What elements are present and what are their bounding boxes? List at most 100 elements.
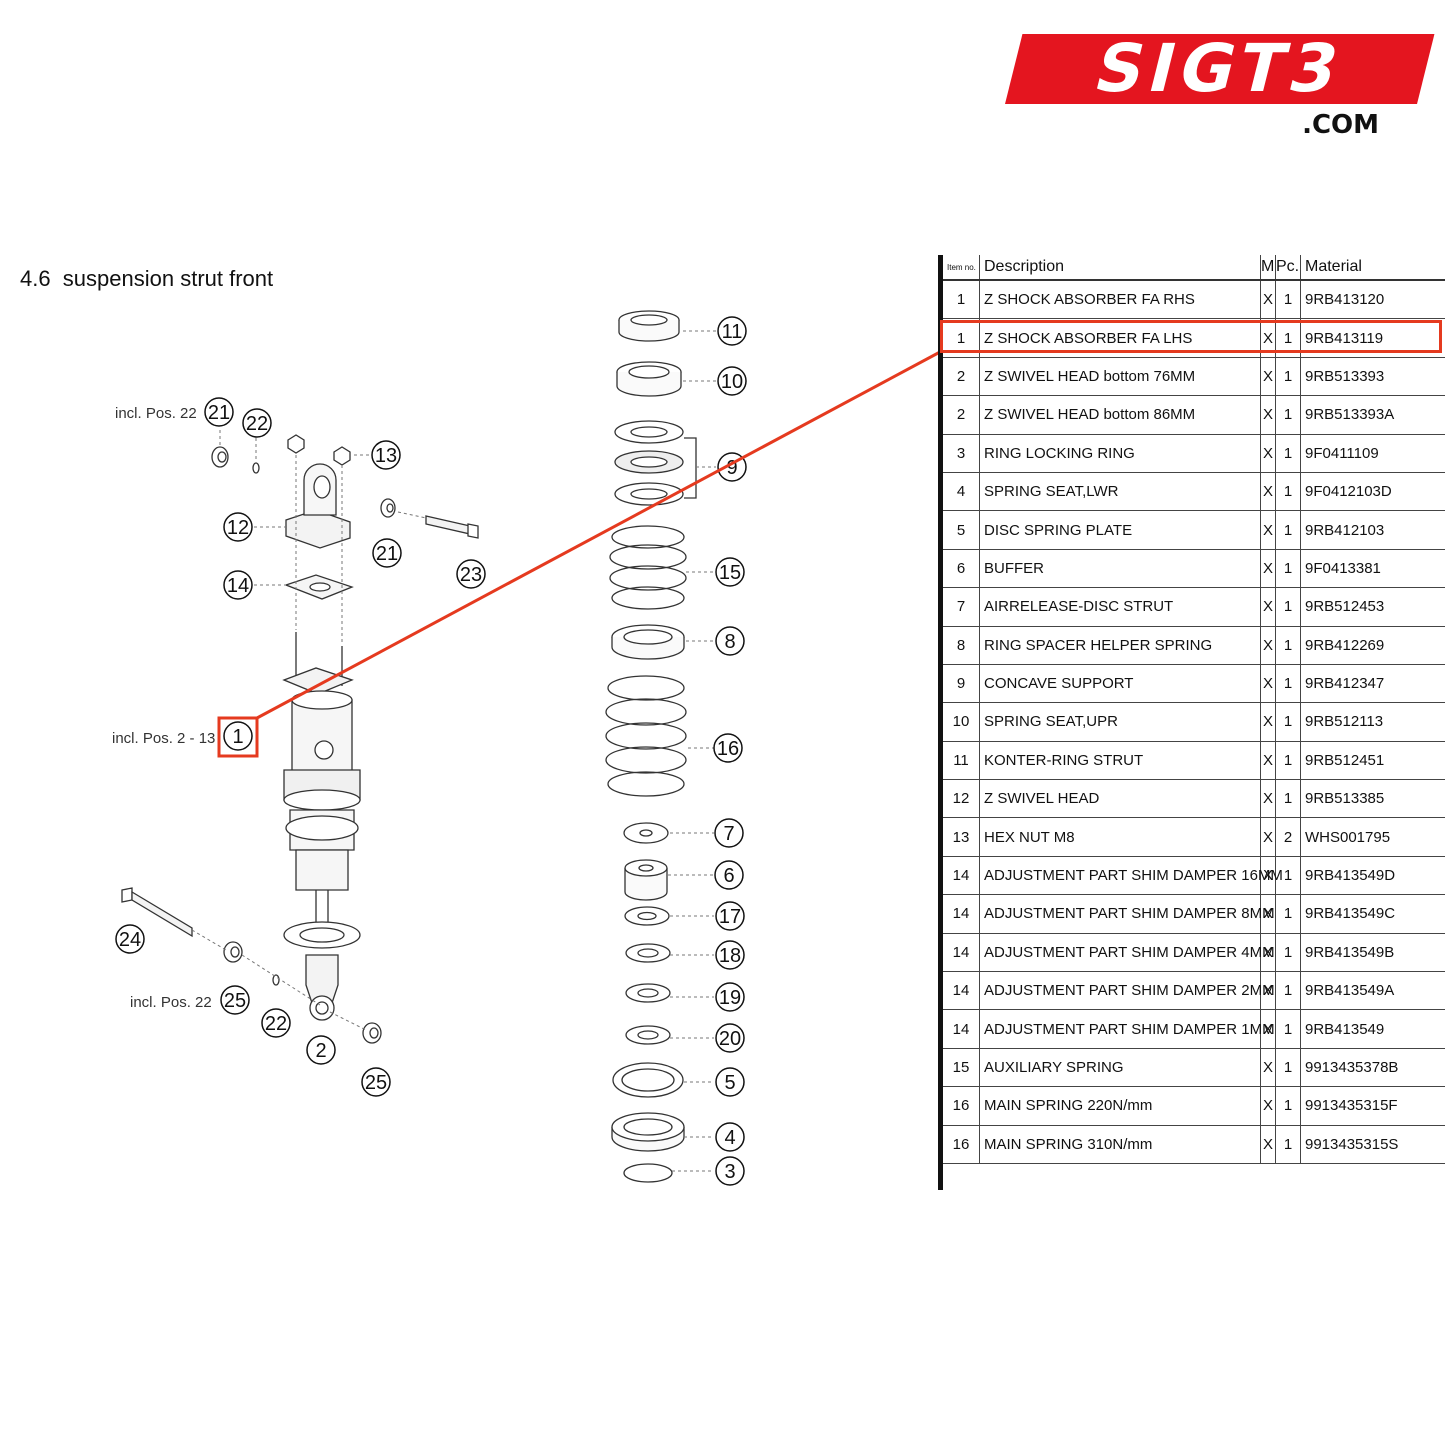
row-pc: 1 — [1275, 280, 1301, 320]
row-m: X — [1260, 741, 1276, 781]
row-m: X — [1260, 626, 1276, 665]
row-m: X — [1260, 702, 1276, 742]
row-m: X — [1260, 549, 1276, 589]
row-material: 9RB412347 — [1300, 664, 1445, 704]
part-2-swivel-head-bottom — [305, 954, 339, 1021]
row-material: 9RB512451 — [1300, 741, 1445, 781]
part-13-hex-nut — [287, 434, 351, 466]
row-material: 9913435378B — [1300, 1048, 1445, 1088]
row-item-no: 5 — [938, 510, 980, 550]
callout-22-bottom: 22 — [265, 1013, 287, 1035]
row-description: ADJUSTMENT PART SHIM DAMPER 8MM — [979, 894, 1275, 934]
row-m: X — [1260, 1086, 1276, 1126]
row-material: 9RB413549 — [1300, 1009, 1445, 1049]
row-description: BUFFER — [979, 549, 1261, 589]
callout-13: 13 — [375, 445, 397, 467]
row-pc: 1 — [1275, 702, 1301, 742]
row-description: MAIN SPRING 310N/mm — [979, 1125, 1261, 1164]
part-24-bolt — [121, 887, 193, 938]
callout-23: 23 — [460, 564, 482, 586]
callout-4: 4 — [724, 1127, 735, 1149]
row-pc: 1 — [1275, 971, 1301, 1011]
callout-9: 9 — [726, 457, 737, 479]
row-material: 9RB413549B — [1300, 933, 1445, 973]
row-item-no: 8 — [938, 626, 980, 665]
row-material: 9F0412103D — [1300, 472, 1445, 512]
row-description: Z SWIVEL HEAD bottom 76MM — [979, 357, 1261, 397]
row-pc: 1 — [1275, 856, 1301, 896]
row-material: 9RB413120 — [1300, 280, 1445, 320]
row-description: Z SWIVEL HEAD — [979, 779, 1261, 819]
row-description: SPRING SEAT,LWR — [979, 472, 1261, 512]
callout-3: 3 — [724, 1161, 735, 1183]
row-pc: 1 — [1275, 741, 1301, 781]
row-item-no: 14 — [938, 856, 980, 896]
part-25-bushing-left — [223, 941, 243, 963]
sigt3-logo[interactable]: SIGT3 .COM — [1005, 30, 1435, 144]
callout-5: 5 — [724, 1072, 735, 1094]
part-8-ring-spacer — [611, 624, 685, 660]
row-m: X — [1260, 357, 1276, 397]
row-material: 9F0413381 — [1300, 549, 1445, 589]
row-pc: 1 — [1275, 1125, 1301, 1164]
row-m: X — [1260, 395, 1276, 435]
row-description: AIRRELEASE-DISC STRUT — [979, 587, 1261, 627]
row-pc: 1 — [1275, 357, 1301, 397]
callout-20: 20 — [719, 1028, 741, 1050]
note-incl-21: incl. Pos. 22 — [115, 405, 197, 422]
part-5-disc-spring-plate — [612, 1062, 684, 1098]
callout-bubbles — [115, 316, 747, 1186]
row-description: ADJUSTMENT PART SHIM DAMPER 1MM — [979, 1009, 1275, 1049]
part-20-shim — [625, 1025, 671, 1045]
row-pc: 1 — [1275, 1009, 1301, 1049]
row-item-no: 2 — [938, 357, 980, 397]
exploded-diagram: 11 10 9 15 8 16 7 6 17 18 19 20 5 4 3 21… — [112, 310, 747, 1186]
row-material: 9RB513393 — [1300, 357, 1445, 397]
note-incl-1: incl. Pos. 2 - 13 — [112, 730, 215, 747]
row-m: X — [1260, 510, 1276, 550]
row-item-no: 3 — [938, 434, 980, 473]
part-21-bushing-right — [380, 498, 396, 518]
part-3-locking-ring — [623, 1163, 673, 1183]
callout-8: 8 — [724, 631, 735, 653]
row-description: RING LOCKING RING — [979, 434, 1261, 473]
part-21-bushing-top — [211, 446, 229, 468]
row-item-no: 1 — [938, 280, 980, 320]
header-pc: Pc. — [1275, 255, 1301, 281]
part-10-spring-seat-upr — [616, 361, 682, 397]
callout-10: 10 — [721, 371, 743, 393]
row-pc: 1 — [1275, 395, 1301, 435]
callout-25-right: 25 — [365, 1072, 387, 1094]
row-m: X — [1260, 434, 1276, 473]
part-17-disc — [624, 906, 670, 926]
row-m: X — [1260, 664, 1276, 704]
part-18-shim — [625, 943, 671, 963]
row-material: 9F0411109 — [1300, 434, 1445, 473]
logo-domain-text: .COM — [1302, 110, 1379, 140]
